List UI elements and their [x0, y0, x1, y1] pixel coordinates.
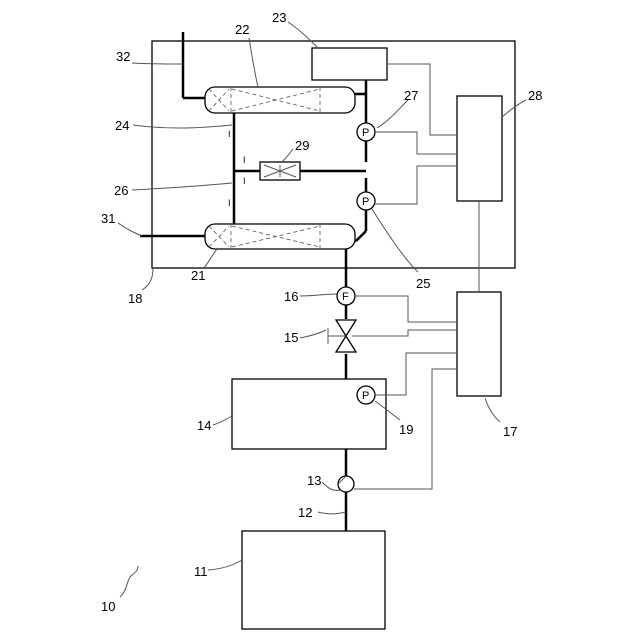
- flow-mark-2: I: [243, 155, 246, 165]
- numeral-26: 26: [114, 183, 128, 198]
- valve-15: [328, 320, 356, 352]
- flowmeter-symbol: F: [342, 291, 349, 303]
- numeral-10: 10: [101, 599, 115, 614]
- flow-mark-4: I: [228, 198, 231, 208]
- column-22: [205, 87, 355, 113]
- pump-27: P: [357, 123, 375, 141]
- numeral-28: 28: [528, 88, 542, 103]
- numeral-19: 19: [399, 422, 413, 437]
- numeral-13: 13: [307, 473, 321, 488]
- numeral-25: 25: [416, 276, 430, 291]
- tank-11: [242, 531, 385, 629]
- pump-27-symbol: P: [362, 127, 369, 139]
- gauge-19: P: [357, 386, 375, 404]
- numeral-18: 18: [128, 291, 142, 306]
- numeral-29: 29: [295, 138, 309, 153]
- numeral-31: 31: [101, 211, 115, 226]
- numeral-11: 11: [194, 564, 208, 579]
- numeral-24: 24: [115, 118, 129, 133]
- flowmeter-16: F: [337, 287, 355, 305]
- numeral-22: 22: [235, 22, 249, 37]
- numeral-16: 16: [284, 289, 298, 304]
- numeral-12: 12: [298, 505, 312, 520]
- valve-29: [260, 162, 300, 180]
- numeral-32: 32: [116, 49, 130, 64]
- pump-25: P: [357, 192, 375, 210]
- numeral-15: 15: [284, 330, 298, 345]
- pump-13: [338, 476, 354, 492]
- numeral-23: 23: [272, 10, 286, 25]
- controller-28: [457, 96, 502, 201]
- flow-mark-3: I: [243, 176, 246, 186]
- numeral-27: 27: [404, 88, 418, 103]
- unit-23: [312, 48, 387, 80]
- controller-17: [457, 292, 501, 396]
- numeral-14: 14: [197, 418, 211, 433]
- column-21: [205, 224, 355, 249]
- numeral-21: 21: [191, 268, 205, 283]
- numeral-17: 17: [503, 424, 517, 439]
- gauge-19-symbol: P: [362, 390, 369, 402]
- flow-mark-1: I: [228, 129, 231, 139]
- pump-25-symbol: P: [362, 196, 369, 208]
